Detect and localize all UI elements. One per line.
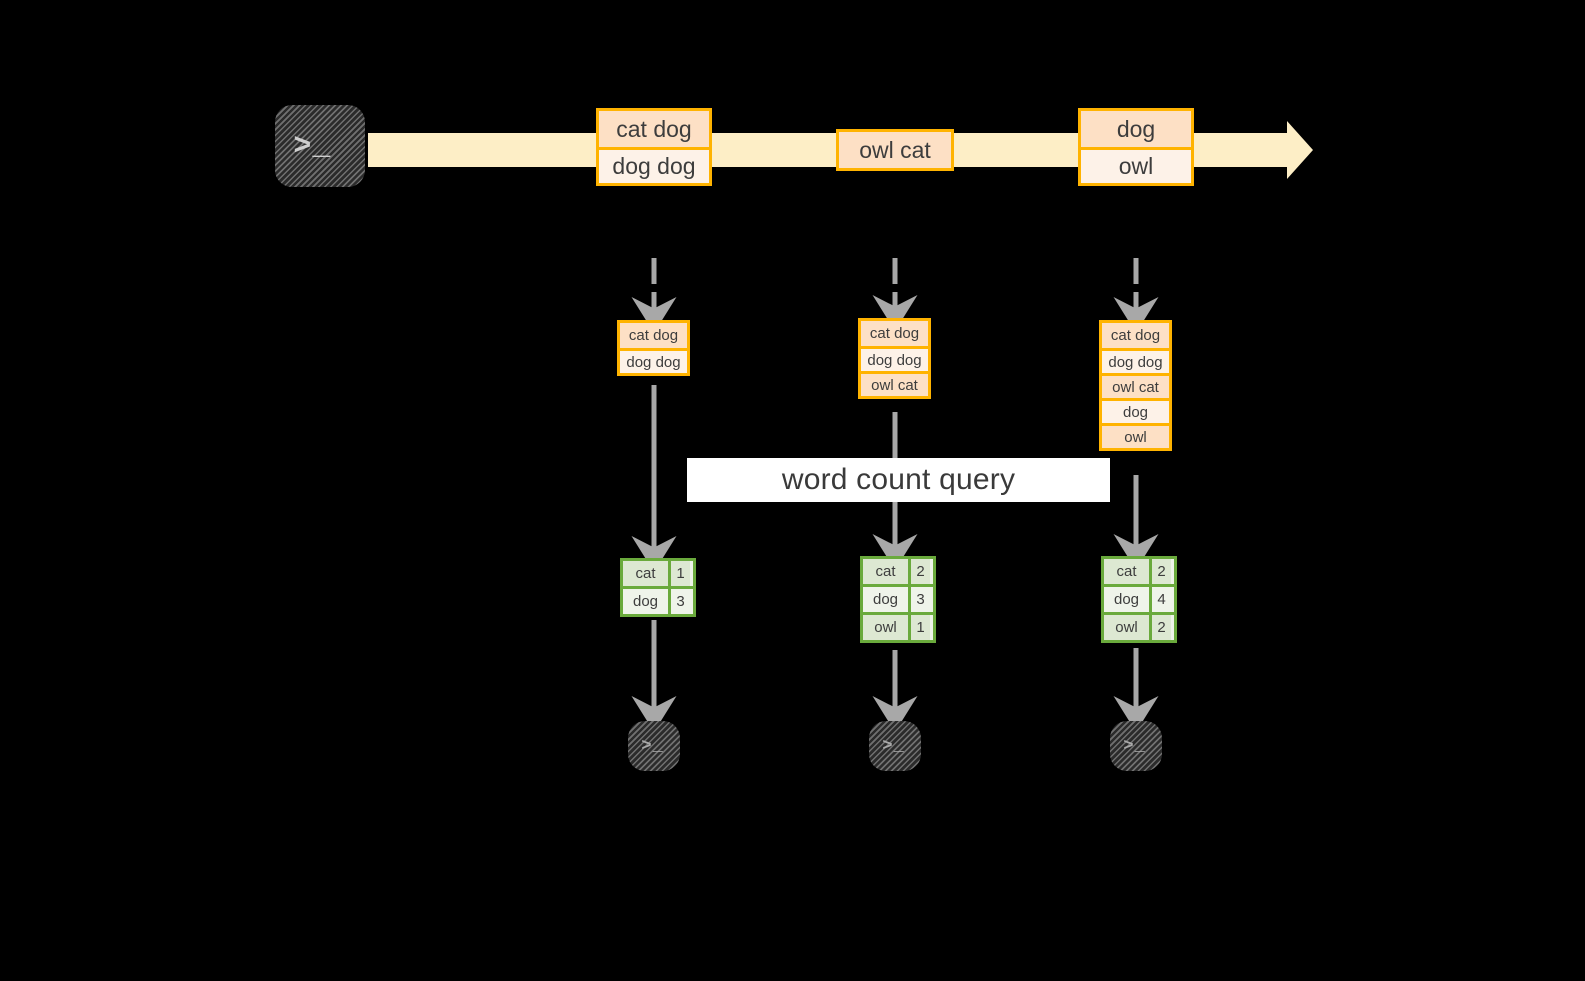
stream-event-1[interactable]: cat dog dog dog (596, 108, 712, 186)
result-count: 2 (1149, 559, 1171, 584)
table-row: dog 3 (863, 584, 933, 612)
record-line: cat dog (861, 321, 928, 346)
result-count: 3 (668, 589, 690, 614)
result-count: 4 (1149, 587, 1171, 612)
result-word: cat (863, 559, 908, 584)
result-word: owl (1104, 615, 1149, 640)
snapshot-3-sink-terminal-icon[interactable]: >_ (1110, 721, 1162, 771)
record-line: dog dog (620, 348, 687, 373)
source-terminal-icon[interactable]: >_ (275, 105, 365, 187)
result-count: 2 (908, 559, 930, 584)
snapshot-2-result-table[interactable]: cat 2 dog 3 owl 1 (860, 556, 936, 643)
record-line: cat dog (1102, 323, 1169, 348)
table-row: cat 2 (863, 559, 933, 584)
stream-event-3[interactable]: dog owl (1078, 108, 1194, 186)
terminal-prompt-glyph: >_ (293, 130, 332, 164)
terminal-prompt-glyph: >_ (1123, 737, 1146, 756)
query-label-text: word count query (781, 463, 1016, 496)
record-line: owl cat (839, 132, 951, 168)
table-row: cat 2 (1104, 559, 1174, 584)
snapshot-1-input-stack[interactable]: cat dog dog dog (617, 320, 690, 376)
hatched-border (275, 105, 365, 187)
record-line: dog dog (599, 147, 709, 183)
result-count: 2 (1149, 615, 1171, 640)
terminal-prompt-glyph: >_ (641, 737, 664, 756)
snapshot-2-sink-terminal-icon[interactable]: >_ (869, 721, 921, 771)
result-word: cat (623, 561, 668, 586)
result-word: dog (863, 587, 908, 612)
result-count: 3 (908, 587, 930, 612)
result-word: cat (1104, 559, 1149, 584)
query-label-band: word count query (687, 458, 1110, 502)
terminal-prompt-glyph: >_ (882, 737, 905, 756)
snapshot-2-input-stack[interactable]: cat dog dog dog owl cat (858, 318, 931, 399)
record-line: owl (1081, 147, 1191, 183)
table-row: owl 2 (1104, 612, 1174, 640)
result-word: owl (863, 615, 908, 640)
record-line: cat dog (599, 111, 709, 147)
table-row: owl 1 (863, 612, 933, 640)
record-line: dog dog (1102, 348, 1169, 373)
record-line: owl cat (861, 371, 928, 396)
snapshot-3-input-stack[interactable]: cat dog dog dog owl cat dog owl (1099, 320, 1172, 451)
record-line: owl cat (1102, 373, 1169, 398)
record-line: dog (1081, 111, 1191, 147)
record-line: dog dog (861, 346, 928, 371)
snapshot-1-result-table[interactable]: cat 1 dog 3 (620, 558, 696, 617)
result-word: dog (623, 589, 668, 614)
snapshot-1-sink-terminal-icon[interactable]: >_ (628, 721, 680, 771)
snapshot-3-result-table[interactable]: cat 2 dog 4 owl 2 (1101, 556, 1177, 643)
stream-event-2[interactable]: owl cat (836, 129, 954, 171)
result-count: 1 (908, 615, 930, 640)
table-row: cat 1 (623, 561, 693, 586)
record-line: cat dog (620, 323, 687, 348)
table-row: dog 3 (623, 586, 693, 614)
record-line: owl (1102, 423, 1169, 448)
record-line: dog (1102, 398, 1169, 423)
result-count: 1 (668, 561, 690, 586)
table-row: dog 4 (1104, 584, 1174, 612)
result-word: dog (1104, 587, 1149, 612)
